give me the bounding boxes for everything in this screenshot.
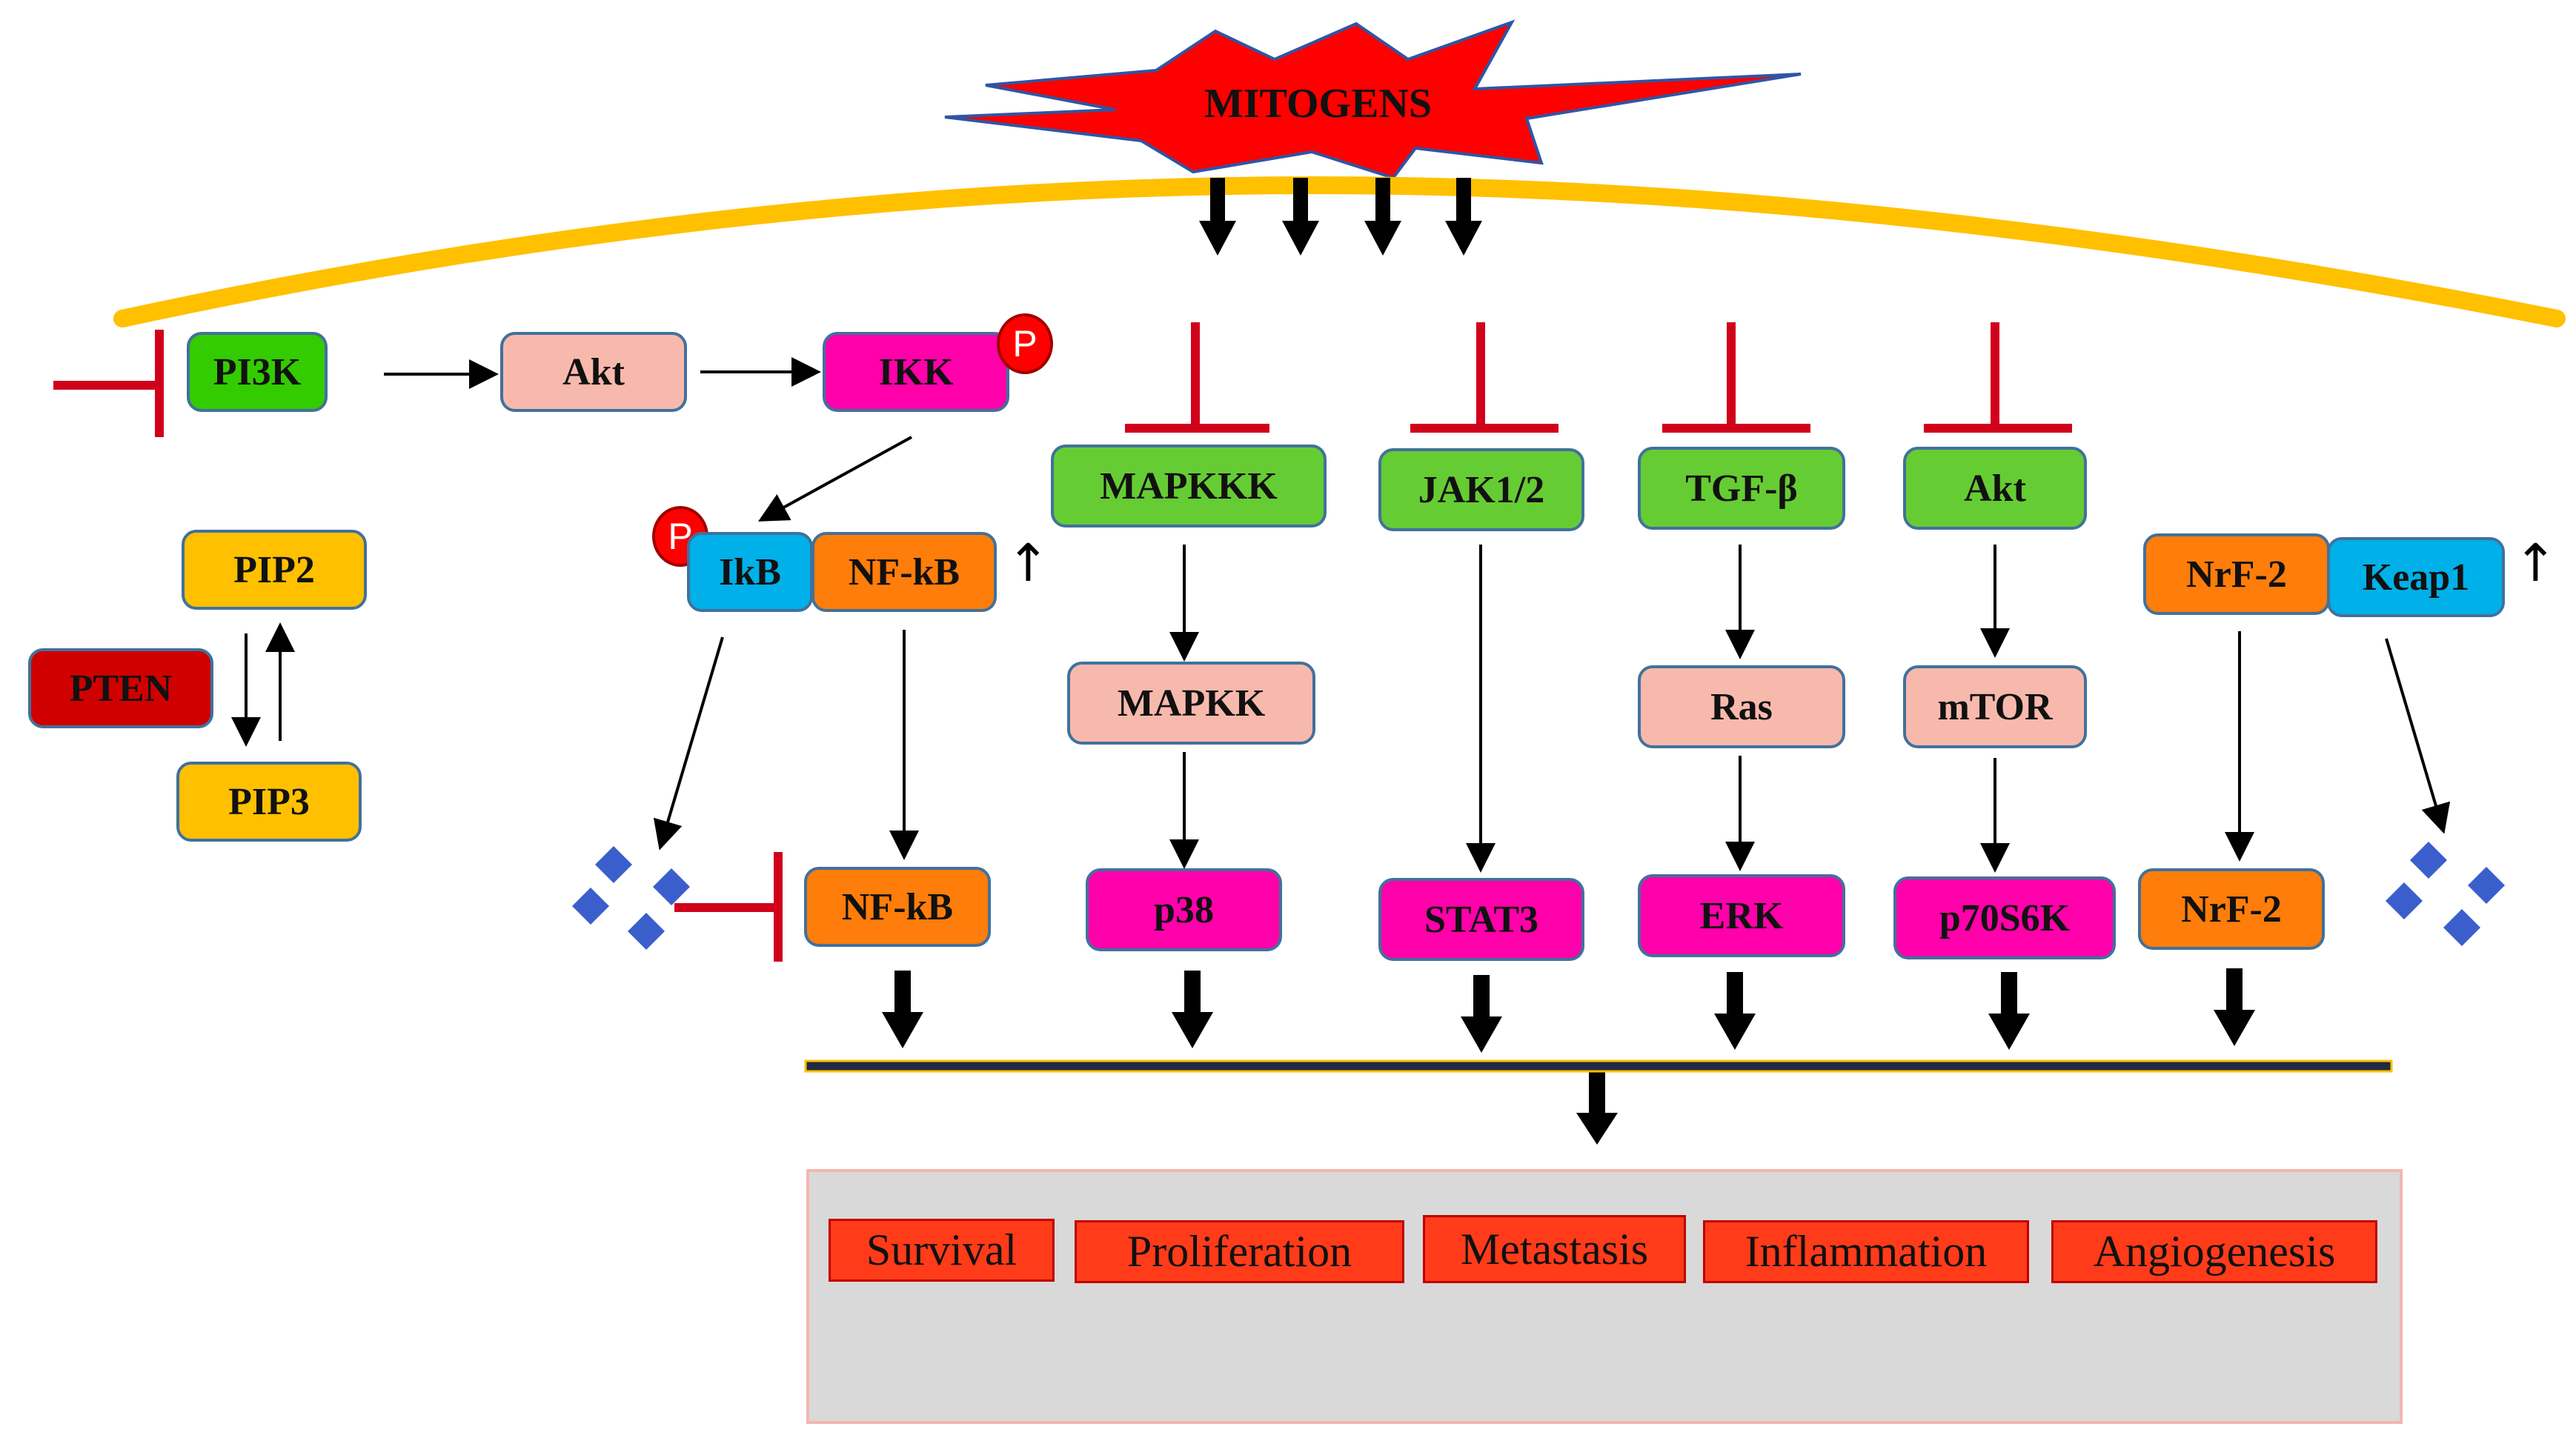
inhibitor-jak (1410, 322, 1558, 433)
inhibitor-bars (53, 322, 2072, 962)
akt-node: Akt (500, 332, 687, 412)
mitogens-starburst-icon (944, 19, 1802, 180)
mitogen-arrow-1 (1199, 178, 1236, 256)
stat3-node: STAT3 (1378, 878, 1584, 961)
p38-node: p38 (1086, 868, 1282, 951)
pip3-node: PIP3 (176, 762, 362, 842)
nrf2-nuclear-node: NrF-2 (2138, 868, 2325, 950)
outcome-survival: Survival (829, 1219, 1055, 1282)
inhibitor-akt (1924, 322, 2072, 433)
output-arrow-nrf2 (2214, 968, 2255, 1046)
ras-node: Ras (1638, 665, 1845, 748)
mapkkk-node: MAPKKK (1051, 445, 1327, 528)
convergence-bar (804, 1059, 2393, 1073)
inhibitor-pi3k (53, 330, 164, 437)
mtor-node: mTOR (1903, 665, 2087, 748)
cell-membrane (113, 176, 2566, 327)
outcomes-panel (806, 1169, 2403, 1424)
ikb-node: IkB (687, 532, 813, 612)
ikk-node: IKK (823, 332, 1009, 412)
output-arrows (882, 968, 2255, 1145)
tgf-beta-node: TGF-β (1638, 447, 1845, 530)
arrow-ikb-degraded (653, 636, 724, 851)
nfkb-nuclear-node: NF-kB (804, 867, 991, 947)
nfkb-complex-node: NF-kB (811, 532, 997, 612)
arrow-ikk-ikb (757, 436, 912, 522)
output-arrow-erk (1714, 972, 1756, 1050)
keap1-upregulated-icon: ↑ (2514, 533, 2557, 593)
phospho-ikk-badge: P (997, 313, 1053, 374)
keap1-node: Keap1 (2327, 537, 2505, 617)
inhibitor-tgf (1662, 322, 1810, 433)
mitogen-arrow-3 (1364, 178, 1401, 256)
output-arrow-p70s6k (1988, 972, 2030, 1050)
output-arrow-stat3 (1461, 975, 1502, 1053)
jak-node: JAK1/2 (1378, 448, 1584, 531)
outcome-angiogenesis: Angiogenesis (2051, 1220, 2377, 1283)
erk-node: ERK (1638, 874, 1845, 957)
outcome-inflammation: Inflammation (1703, 1220, 2029, 1283)
thin-arrows (231, 357, 2451, 873)
mapkk-node: MAPKK (1067, 662, 1315, 745)
mitogen-arrows (1199, 178, 1482, 256)
inhibitor-nfkb (674, 852, 783, 962)
output-arrow-p38 (1172, 971, 1213, 1048)
degraded-ikb-icon (572, 846, 690, 950)
arrow-keap1-degraded (2385, 638, 2451, 834)
pten-node: PTEN (28, 648, 213, 728)
akt-mtor-akt-node: Akt (1903, 447, 2087, 530)
degraded-keap1-icon (2386, 842, 2505, 946)
outcome-metastasis: Metastasis (1423, 1215, 1686, 1283)
output-arrow-main (1576, 1072, 1618, 1145)
outcome-proliferation: Proliferation (1075, 1220, 1404, 1283)
mitogen-arrow-2 (1282, 178, 1319, 256)
p70s6k-node: p70S6K (1893, 876, 2116, 959)
pip2-node: PIP2 (182, 530, 367, 610)
output-arrow-nfkb (882, 971, 923, 1048)
inhibitor-mapkkk (1125, 322, 1269, 433)
pi3k-node: PI3K (187, 332, 328, 412)
nrf2-node: NrF-2 (2143, 533, 2330, 615)
mitogen-arrow-4 (1445, 178, 1482, 256)
nfkb-upregulated-icon: ↑ (1006, 533, 1050, 593)
mitogens-label: MITOGENS (1204, 81, 1433, 127)
